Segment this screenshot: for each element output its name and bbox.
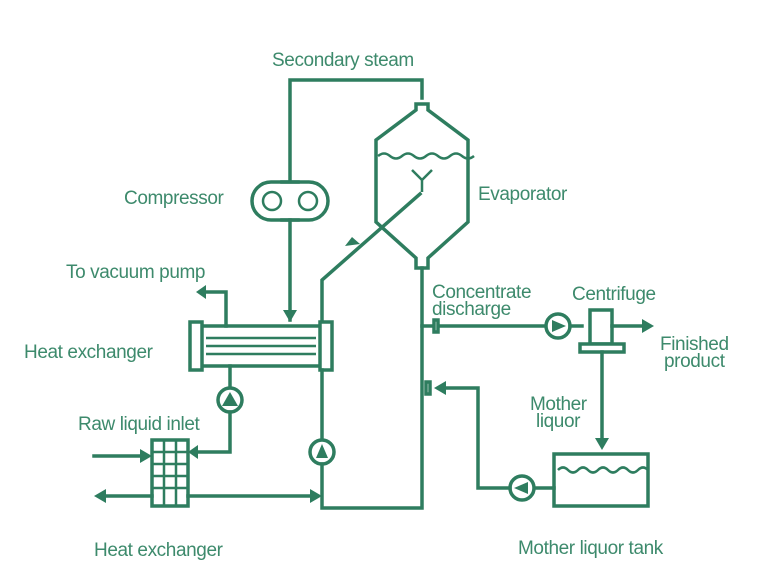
mother-liquor-label: Mother liquor — [530, 394, 587, 432]
mother-liquor-tank — [552, 452, 650, 508]
finished-product-label-line1: Finished — [660, 334, 729, 355]
centrifuge — [578, 308, 654, 354]
vacuum-pump-line — [196, 285, 228, 328]
mother-liquor-line — [595, 350, 609, 450]
mother-liquor-recycle-line — [424, 380, 556, 502]
finished-product-label-line2: product — [664, 351, 725, 372]
compressor-label: Compressor — [124, 188, 224, 209]
concentrate-discharge-label-line2: discharge — [432, 299, 511, 320]
centrifuge-label: Centrifuge — [572, 284, 656, 305]
circulation-loop — [308, 266, 424, 510]
secondary-steam-label: Secondary steam — [272, 50, 414, 71]
raw-liquid-inlet-label: Raw liquid inlet — [78, 414, 200, 435]
mother-liquor-label-line2: liquor — [536, 411, 581, 432]
compressor — [250, 180, 330, 222]
heat-exchanger-bottom — [150, 438, 190, 508]
to-vacuum-pump-label: To vacuum pump — [66, 262, 206, 283]
heat-exchanger-top-label: Heat exchanger — [24, 342, 153, 363]
evaporator-label: Evaporator — [478, 184, 567, 205]
concentrate-discharge-label-line1: Concentrate — [432, 282, 532, 303]
concentrate-discharge-line — [420, 312, 584, 340]
secondary-steam-line — [288, 78, 424, 184]
bottom-return-line — [94, 489, 322, 503]
concentrate-discharge-label: Concentrate discharge — [432, 282, 532, 320]
mother-liquor-tank-label: Mother liquor tank — [518, 538, 663, 559]
mother-liquor-label-line1: Mother — [530, 394, 587, 415]
heat-exchanger-bottom-label: Heat exchanger — [94, 540, 223, 561]
compressor-outlet-line — [283, 218, 297, 322]
evaporator-feed-line — [320, 191, 423, 332]
heat-exchanger-top — [188, 320, 334, 372]
raw-liquid-line — [188, 364, 244, 459]
finished-product-label: Finished product — [660, 334, 729, 372]
raw-liquid-inlet-arrow — [92, 449, 152, 463]
evaporator-vessel — [374, 102, 475, 270]
